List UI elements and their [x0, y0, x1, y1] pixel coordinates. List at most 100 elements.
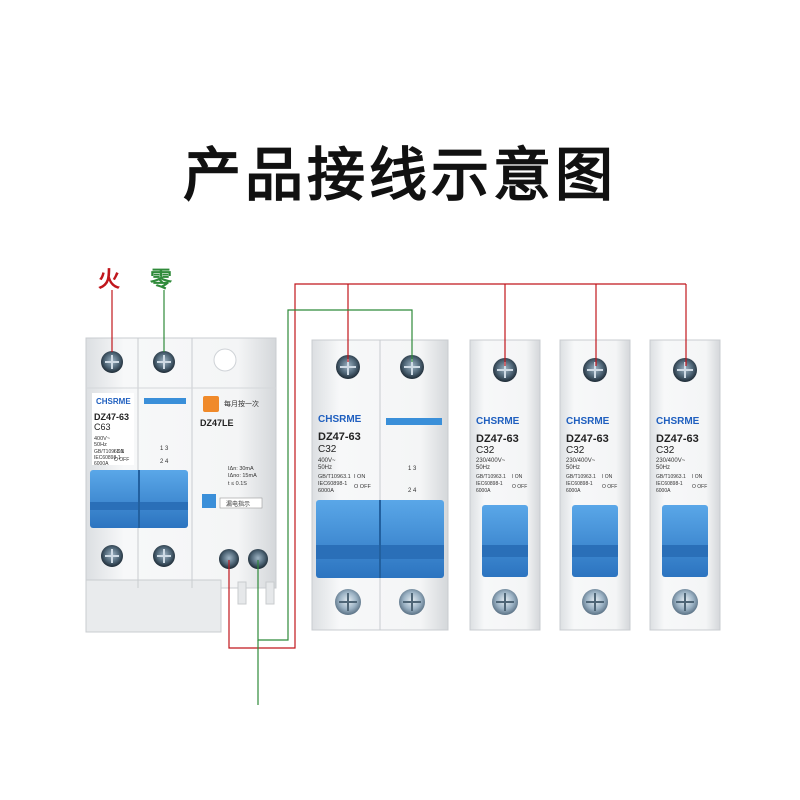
model-text: DZ47-63	[566, 433, 609, 445]
on-text: I ON	[512, 474, 523, 480]
idno-text: IΔno: 15mA	[228, 473, 257, 479]
terminal-tab	[265, 581, 275, 605]
rcbo-unit: CHSRME DZ47-63 C63 400V~ 50Hz GB/T10963.…	[85, 337, 277, 633]
breaker-2p-bottom-screw[interactable]	[335, 589, 361, 615]
capacity-text: 6000A	[566, 488, 581, 494]
capacity-text: 6000A	[656, 488, 671, 494]
breaker-1p-body	[469, 339, 541, 631]
breaker-1p: CHSRMEDZ47-63C32230/400V~50HzGB/T10963.1…	[559, 339, 631, 631]
voltage-text: 230/400V~	[476, 458, 506, 464]
terminal-label: 1 3	[408, 466, 417, 472]
off-text: O OFF	[354, 484, 371, 490]
le-model-text: DZ47LE	[200, 418, 234, 428]
breaker-2p-top-screw-l[interactable]	[336, 355, 360, 379]
breaker-1p-bottom-screw[interactable]	[492, 589, 518, 615]
standard-text: GB/T10963.1	[656, 474, 686, 480]
rcbo-base	[85, 579, 222, 633]
frequency-text: 50Hz	[318, 465, 332, 471]
rcbo-indicator-window	[213, 348, 237, 372]
rcbo-top-screw-l[interactable]	[101, 351, 123, 373]
rcbo-top-screw-n[interactable]	[153, 351, 175, 373]
rating-text: C63	[94, 422, 111, 432]
capacity-text: 6000A	[94, 461, 109, 467]
breaker-2p-bottom-screw[interactable]	[399, 589, 425, 615]
off-text: O OFF	[512, 484, 527, 490]
off-text: O OFF	[692, 484, 707, 490]
terminal-tab	[237, 581, 247, 605]
blue-stripe	[144, 398, 186, 404]
standard-text: GB/T10963.1	[318, 474, 351, 480]
page-title: 产品接线示意图	[182, 141, 617, 209]
brand-text: CHSRME	[566, 416, 610, 427]
standard-text: IEC60898-1	[566, 481, 593, 487]
frequency-text: 50Hz	[656, 465, 670, 471]
model-text: DZ47-63	[94, 412, 129, 422]
live-bus	[228, 283, 686, 649]
neutral-label: 零	[150, 268, 173, 293]
on-text: I ON	[692, 474, 703, 480]
voltage-text: 230/400V~	[566, 458, 596, 464]
rcbo-handle[interactable]	[90, 470, 188, 528]
breaker-2p-top-screw-r[interactable]	[400, 355, 424, 379]
standard-text: IEC60898-1	[656, 481, 683, 487]
capacity-text: 6000A	[318, 488, 334, 494]
test-button[interactable]	[203, 396, 219, 412]
trip-time-text: t ≤ 0.1S	[228, 481, 247, 487]
breaker-1p-bottom-screw[interactable]	[672, 589, 698, 615]
breaker-1p-handle[interactable]	[662, 505, 708, 577]
standard-text: IEC60898-1	[94, 455, 121, 461]
voltage-text: 400V~	[94, 436, 110, 442]
live-label: 火	[98, 268, 121, 293]
frequency-text: 50Hz	[94, 442, 107, 448]
breaker-1p-body	[559, 339, 631, 631]
rcbo-out-screw-l[interactable]	[219, 549, 239, 569]
breaker-1p-group: CHSRMEDZ47-63C32230/400V~50HzGB/T10963.1…	[469, 339, 721, 631]
label-panel	[92, 393, 134, 465]
frequency-text: 50Hz	[476, 465, 490, 471]
neutral-bus	[257, 309, 413, 641]
leak-label-box	[219, 497, 263, 509]
terminal-label: 2 4	[160, 459, 169, 465]
voltage-text: 230/400V~	[656, 458, 686, 464]
terminal-label: 2 4	[408, 488, 417, 494]
breaker-2p-handle[interactable]	[316, 500, 444, 578]
rating-text: C32	[656, 445, 675, 456]
model-text: DZ47-63	[656, 433, 699, 445]
off-text: O OFF	[602, 484, 617, 490]
breaker-2p: CHSRME DZ47-63 C32 400V~ 50Hz GB/T10963.…	[311, 339, 449, 631]
idn-text: IΔn: 30mA	[228, 466, 254, 472]
rcbo-out-screw-n[interactable]	[248, 549, 268, 569]
voltage-text: 400V~	[318, 458, 336, 464]
frequency-text: 50Hz	[566, 465, 580, 471]
on-text: I ON	[602, 474, 613, 480]
off-text: O OFF	[114, 457, 129, 463]
standard-text: IEC60898-1	[318, 481, 347, 487]
rating-text: C32	[318, 444, 337, 455]
breaker-1p-bottom-screw[interactable]	[582, 589, 608, 615]
breaker-1p-body	[649, 339, 721, 631]
breaker-1p-top-screw[interactable]	[673, 358, 697, 382]
model-text: DZ47-63	[476, 433, 519, 445]
breaker-1p-handle[interactable]	[572, 505, 618, 577]
terminal-label: 1 3	[160, 446, 169, 452]
brand-text: CHSRME	[656, 416, 700, 427]
rcbo-bottom-screw[interactable]	[101, 545, 123, 567]
wiring	[111, 283, 687, 705]
breaker-1p-top-screw[interactable]	[583, 358, 607, 382]
blue-stripe	[386, 418, 442, 425]
standard-text: GB/T10963.1	[476, 474, 506, 480]
leak-label-text: 漏电指示	[226, 500, 250, 508]
standard-text: GB/T10963.1	[566, 474, 596, 480]
rcbo-bottom-screw[interactable]	[153, 545, 175, 567]
standard-text: GB/T10963.1	[94, 449, 124, 455]
brand-text: CHSRME	[96, 397, 131, 406]
on-text: I ON	[114, 449, 125, 455]
breaker-1p-handle[interactable]	[482, 505, 528, 577]
rating-text: C32	[476, 445, 495, 456]
test-hint-text: 每月按一次	[224, 399, 259, 408]
brand-text: CHSRME	[318, 414, 362, 425]
capacity-text: 6000A	[476, 488, 491, 494]
